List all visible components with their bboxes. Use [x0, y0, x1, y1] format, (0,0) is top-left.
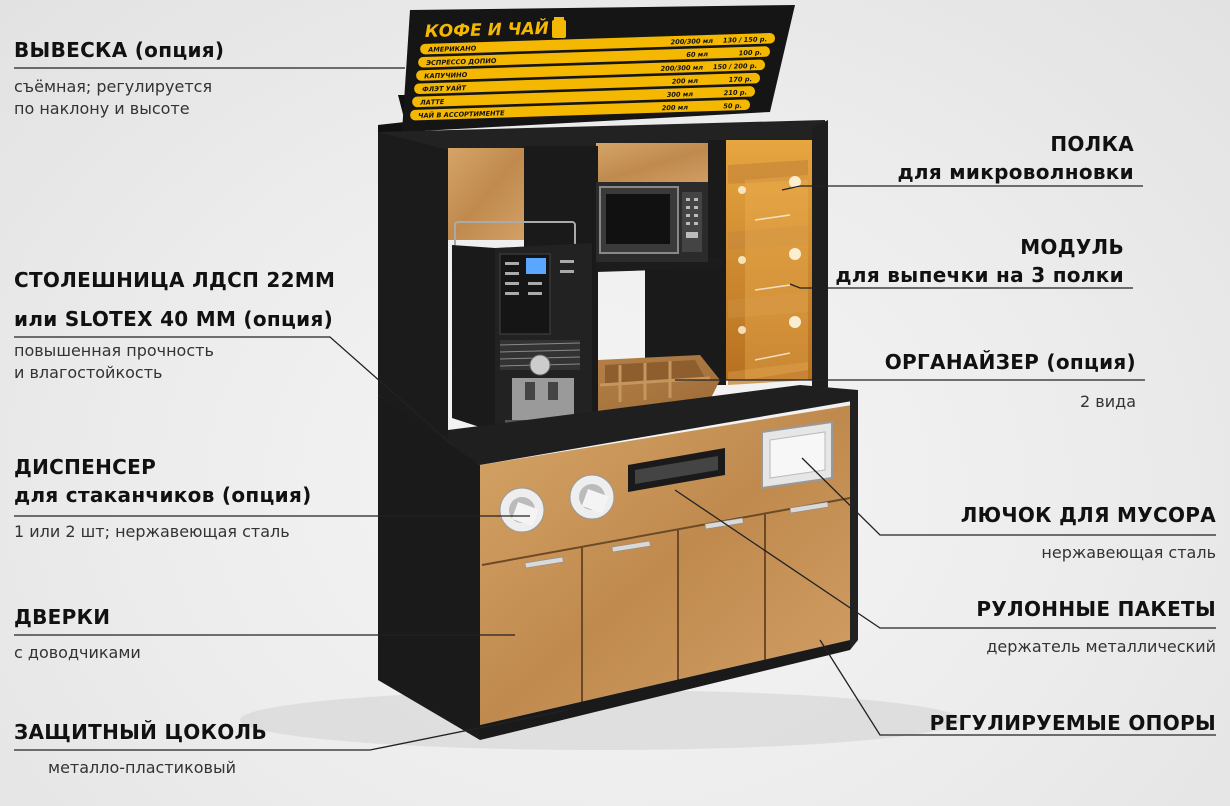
sign-item-size: 200/300 мл [660, 64, 703, 73]
sign-row-bar [412, 86, 756, 108]
sign-item-price: 130 / 150 р. [723, 35, 767, 44]
label-module-2: для выпечки на 3 полки [835, 263, 1124, 287]
label-dispenser-sub: 1 или 2 шт; нержавеющая сталь [14, 522, 290, 541]
sign-item-name: АМЕРИКАНО [427, 44, 477, 54]
cup-dispenser-2 [569, 474, 615, 520]
label-dispenser-2: для стаканчиков (опция) [14, 483, 312, 507]
sign-menu-row: КАПУЧИНО 200/300 мл 150 / 200 р. [416, 59, 766, 81]
sign-menu-row: ЧАЙ В АССОРТИМЕНТЕ 200 мл 50 р. [410, 99, 751, 121]
label-trash-sub: нержавеющая сталь [1041, 543, 1216, 562]
sign-row-bar [414, 72, 761, 94]
label-sign: ВЫВЕСКА (опция) [14, 38, 224, 62]
sign-item-size: 60 мл [686, 50, 708, 59]
sign-row-bar [420, 33, 776, 55]
label-plinth-sub: металло-пластиковый [48, 758, 236, 777]
label-bags: РУЛОННЫЕ ПАКЕТЫ [976, 597, 1216, 621]
trash-hatch [761, 420, 833, 490]
label-plinth: ЗАЩИТНЫЙ ЦОКОЛЬ [14, 720, 267, 744]
label-countertop-sub1: повышенная прочность [14, 341, 214, 360]
label-bags-sub: держатель металлический [986, 637, 1216, 656]
sign-title: КОФЕ И ЧАЙ [425, 17, 550, 42]
label-shelf-title2: для микроволновки [897, 160, 1134, 184]
label-bags-title: РУЛОННЫЕ ПАКЕТЫ [976, 597, 1216, 621]
sign-item-name: ЛАТТЕ [419, 98, 445, 107]
label-feet: РЕГУЛИРУЕМЫЕ ОПОРЫ [930, 711, 1216, 735]
countertop [448, 385, 858, 465]
label-countertop-2: или SLOTEX 40 ММ (опция) [14, 307, 333, 331]
plinth [480, 640, 850, 740]
label-doors-sub: с доводчиками [14, 643, 141, 662]
sign-row-bar [418, 46, 771, 68]
sign-item-price: 50 р. [723, 102, 742, 111]
sign-item-price: 210 р. [724, 88, 748, 97]
callout-lines [14, 67, 1216, 751]
microwave [596, 182, 708, 262]
sign-row-bar [416, 59, 766, 81]
label-countertop-sub2: и влагостойкость [14, 363, 163, 382]
label-shelf-2: для микроволновки [897, 160, 1134, 184]
coffee-machine [452, 221, 592, 432]
sign-item-size: 200 мл [672, 77, 699, 86]
label-sign-title: ВЫВЕСКА (опция) [14, 38, 225, 62]
sign-item-size: 200 мл [662, 103, 689, 112]
sign-menu-row: ФЛЭТ УАЙТ 200 мл 170 р. [414, 72, 761, 94]
label-dispenser: ДИСПЕНСЕР [14, 455, 156, 479]
label-doors-title: ДВЕРКИ [14, 605, 111, 629]
label-countertop: СТОЛЕШНИЦА ЛДСП 22ММ [14, 268, 335, 292]
sign-item-size: 200/300 мл [670, 37, 713, 46]
label-feet-title: РЕГУЛИРУЕМЫЕ ОПОРЫ [929, 711, 1216, 735]
label-countertop-sub: повышенная прочность и влагостойкость [14, 340, 214, 384]
sign-item-name: ЭСПРЕССО ДОПИО [426, 57, 497, 67]
sign-item-price: 150 / 200 р. [713, 62, 757, 71]
label-dispenser-title1: ДИСПЕНСЕР [14, 455, 157, 479]
label-dispenser-title2: для стаканчиков (опция) [14, 483, 312, 507]
coffee-cup-icon [552, 17, 566, 38]
floor-shadow [240, 690, 960, 750]
sign-row-bar [410, 99, 751, 121]
label-module-title1: МОДУЛЬ [1020, 235, 1124, 259]
sign-item-size: 300 мл [667, 90, 694, 99]
sign-item-name: КАПУЧИНО [424, 71, 468, 80]
lower-cabinet [378, 395, 858, 740]
label-shelf-title1: ПОЛКА [1050, 132, 1134, 156]
sign-item-price: 170 р. [729, 75, 753, 84]
label-organizer-title: ОРГАНАЙЗЕР (опция) [884, 350, 1136, 374]
label-sign-sub2: по наклону и высоте [14, 99, 190, 118]
sign-item-name: ЧАЙ В АССОРТИМЕНТЕ [418, 108, 505, 120]
label-shelf: ПОЛКА [1050, 132, 1134, 156]
menu-sign: КОФЕ И ЧАЙ АМЕРИКАНО 200/300 мл 130 / 150 … [378, 5, 795, 138]
bakery-module [728, 160, 808, 385]
organizer [598, 355, 720, 412]
sign-item-name: ФЛЭТ УАЙТ [422, 83, 467, 93]
cup-dispenser-1 [499, 487, 545, 533]
label-trash-title: ЛЮЧОК ДЛЯ МУСОРА [960, 503, 1216, 527]
label-sign-sub1: съёмная; регулируется [14, 77, 213, 96]
sign-menu-row: ЭСПРЕССО ДОПИО 60 мл 100 р. [418, 46, 771, 68]
sign-menu-row: АМЕРИКАНО 200/300 мл 130 / 150 р. [420, 33, 776, 55]
label-trash: ЛЮЧОК ДЛЯ МУСОРА [961, 503, 1216, 527]
sign-item-price: 100 р. [739, 49, 763, 58]
label-module-title2: для выпечки на 3 полки [835, 263, 1124, 287]
label-plinth-title: ЗАЩИТНЫЙ ЦОКОЛЬ [14, 720, 268, 744]
sign-menu-row: ЛАТТЕ 300 мл 210 р. [412, 86, 756, 108]
label-module: МОДУЛЬ [1020, 235, 1124, 259]
upper-cabinet [378, 120, 858, 465]
label-doors: ДВЕРКИ [14, 605, 110, 629]
bag-roll-holder [628, 448, 725, 492]
label-organizer-sub: 2 вида [1080, 392, 1136, 411]
label-countertop-title1: СТОЛЕШНИЦА ЛДСП 22ММ [14, 268, 336, 292]
label-countertop-title2: или SLOTEX 40 ММ (опция) [14, 307, 334, 331]
label-sign-sub: съёмная; регулируется по наклону и высот… [14, 76, 212, 120]
label-organizer: ОРГАНАЙЗЕР (опция) [885, 350, 1136, 374]
